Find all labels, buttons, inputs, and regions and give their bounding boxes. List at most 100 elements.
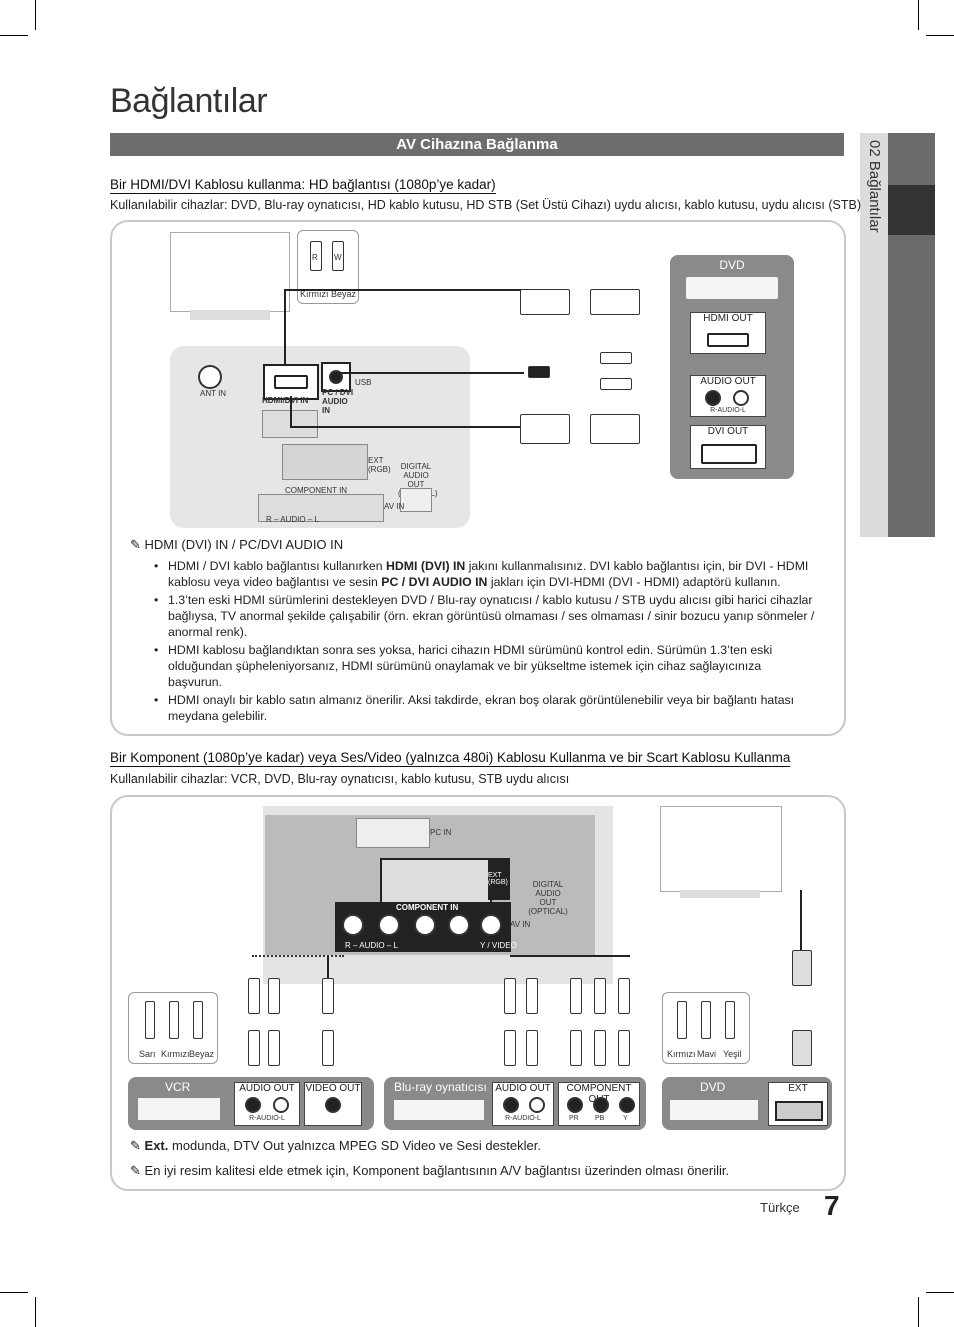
video-cable xyxy=(327,955,329,981)
side-tab-marker xyxy=(888,185,935,235)
hdmi-out-label: HDMI OUT xyxy=(703,313,753,324)
av-in-label: AV IN xyxy=(384,502,405,511)
pencil-icon: ✎ xyxy=(130,1138,141,1153)
rca-plug-r xyxy=(600,352,632,364)
dvd-title-2: DVD xyxy=(700,1080,726,1094)
audio-out-box: AUDIO OUT R-AUDIO-L xyxy=(690,375,766,417)
component-in-label: COMPONENT IN xyxy=(285,486,348,495)
ant-in-label: ANT IN xyxy=(200,389,227,398)
hdmi-cable xyxy=(284,289,286,365)
scart-plug xyxy=(792,1030,812,1066)
list-item: HDMI onaylı bir kablo satın almanız öner… xyxy=(152,692,817,724)
rca-plug xyxy=(594,1030,606,1066)
ext-rgb-label: EXT (RGB) xyxy=(368,456,391,474)
bluray-component-out-box: COMPONENT OUT PR PB Y xyxy=(558,1082,640,1126)
scart-plug xyxy=(792,950,812,986)
audio-out-label: AUDIO OUT xyxy=(700,376,756,387)
rca-plug xyxy=(248,978,260,1014)
audio-out-sub: R-AUDIO-L xyxy=(710,407,746,414)
side-tab xyxy=(860,133,888,537)
hdmi-dvi-in-label: HDMI/DVI IN xyxy=(262,396,309,405)
tv-front xyxy=(170,232,290,312)
legend-right: Kırmızı Mavi Yeşil xyxy=(662,992,750,1064)
dvi-out-label: DVI OUT xyxy=(707,426,749,437)
component-section-heading: Bir Komponent (1080p’ye kadar) veya Ses/… xyxy=(110,750,791,767)
tv-stand xyxy=(190,310,270,320)
pc-dvi-audio-label: PC / DVI AUDIO IN xyxy=(322,388,354,415)
component-in-label-2: COMPONENT IN xyxy=(396,903,459,912)
crop-mark xyxy=(926,35,954,36)
bluray-icon xyxy=(394,1100,484,1120)
hdmi-available-devices: Kullanılabilir cihazlar: DVD, Blu-ray oy… xyxy=(110,198,861,212)
crop-mark xyxy=(926,1292,954,1293)
dvi-plug xyxy=(520,414,570,444)
dvi-cable xyxy=(290,396,292,428)
footer-language: Türkçe xyxy=(760,1200,800,1215)
hdmi-plug xyxy=(520,289,570,315)
dvi-out-box: DVI OUT xyxy=(690,425,766,469)
list-item: HDMI kablosu bağlandıktan sonra ses yoks… xyxy=(152,642,817,690)
dvd-title: DVD xyxy=(719,258,745,272)
rca-legend-label: Kırmızı Beyaz xyxy=(299,289,356,299)
audio-row-label-2: R – AUDIO – L xyxy=(345,941,398,950)
mini-jack-plug xyxy=(528,366,550,378)
white-plug xyxy=(332,241,344,271)
page-number: 7 xyxy=(824,1190,840,1221)
rca-plug xyxy=(322,1030,334,1066)
ant-in-port xyxy=(198,365,222,389)
section-band: AV Cihazına Bağlanma xyxy=(110,133,844,156)
crop-mark xyxy=(0,1292,28,1293)
rca-plug xyxy=(268,978,280,1014)
scart-cable xyxy=(800,890,802,950)
rca-plug xyxy=(504,1030,516,1066)
list-item: HDMI / DVI kablo bağlantısı kullanırken … xyxy=(152,558,817,590)
scart-port xyxy=(282,444,368,480)
optical-port xyxy=(400,488,432,512)
plug-r-label: R xyxy=(312,253,318,262)
bluray-audio-out-box: AUDIO OUT R-AUDIO-L xyxy=(492,1082,554,1126)
dvd-icon-2 xyxy=(670,1100,758,1120)
pencil-icon: ✎ xyxy=(130,1163,141,1178)
rca-legend: R W Kırmızı Beyaz xyxy=(297,230,359,304)
plug-w-label: W xyxy=(334,253,342,262)
bluray-title: Blu-ray oynatıcısı xyxy=(394,1080,487,1094)
tv-front-2 xyxy=(660,806,782,892)
rca-plug xyxy=(618,1030,630,1066)
digital-audio-label-2: DIGITAL AUDIO OUT (OPTICAL) xyxy=(528,880,568,916)
hdmi-section-heading: Bir HDMI/DVI Kablosu kullanma: HD bağlan… xyxy=(110,177,496,194)
legend-left: Sarı Kırmızı Beyaz xyxy=(128,992,218,1064)
crop-mark xyxy=(918,0,919,30)
list-item: 1.3’ten eski HDMI sürümlerini destekleye… xyxy=(152,592,817,640)
scart-port-2 xyxy=(380,858,492,904)
legend-color-white: Beyaz xyxy=(189,1049,215,1059)
tv-stand-2 xyxy=(680,890,760,898)
rca-plug xyxy=(594,978,606,1014)
component-available-devices: Kullanılabilir cihazlar: VCR, DVD, Blu-r… xyxy=(110,772,570,786)
pc-in-port-2 xyxy=(356,818,430,848)
hdmi-note-heading: ✎ HDMI (DVI) IN / PC/DVI AUDIO IN xyxy=(130,537,343,553)
legend-color-green: Yeşil xyxy=(723,1049,742,1059)
legend-color-red: Kırmızı xyxy=(161,1049,190,1059)
dvi-cable xyxy=(290,426,522,428)
hdmi-cable xyxy=(284,289,524,291)
rca-plug xyxy=(248,1030,260,1066)
audio-row-label: R – AUDIO – L xyxy=(266,515,319,524)
rca-plug xyxy=(526,978,538,1014)
rca-plug xyxy=(322,978,334,1014)
rca-plug xyxy=(268,1030,280,1066)
dvd-player-icon xyxy=(686,277,778,299)
hdmi-dvi-in-port xyxy=(263,364,319,400)
rca-plug xyxy=(618,978,630,1014)
legend-color-yellow: Sarı xyxy=(139,1049,156,1059)
hdmi-note-heading-text: HDMI (DVI) IN / PC/DVI AUDIO IN xyxy=(144,537,344,552)
legend-color-red-2: Kırmızı xyxy=(667,1049,696,1059)
y-video-label: Y / VIDEO xyxy=(480,941,517,950)
component-cable xyxy=(510,955,630,957)
hdmi-bullets: HDMI / DVI kablo bağlantısı kullanırken … xyxy=(152,558,817,726)
rca-plug xyxy=(570,1030,582,1066)
red-plug xyxy=(310,241,322,271)
crop-mark xyxy=(918,1297,919,1327)
crop-mark xyxy=(35,0,36,30)
audio-cable xyxy=(334,372,524,374)
legend-color-blue: Mavi xyxy=(697,1049,717,1059)
